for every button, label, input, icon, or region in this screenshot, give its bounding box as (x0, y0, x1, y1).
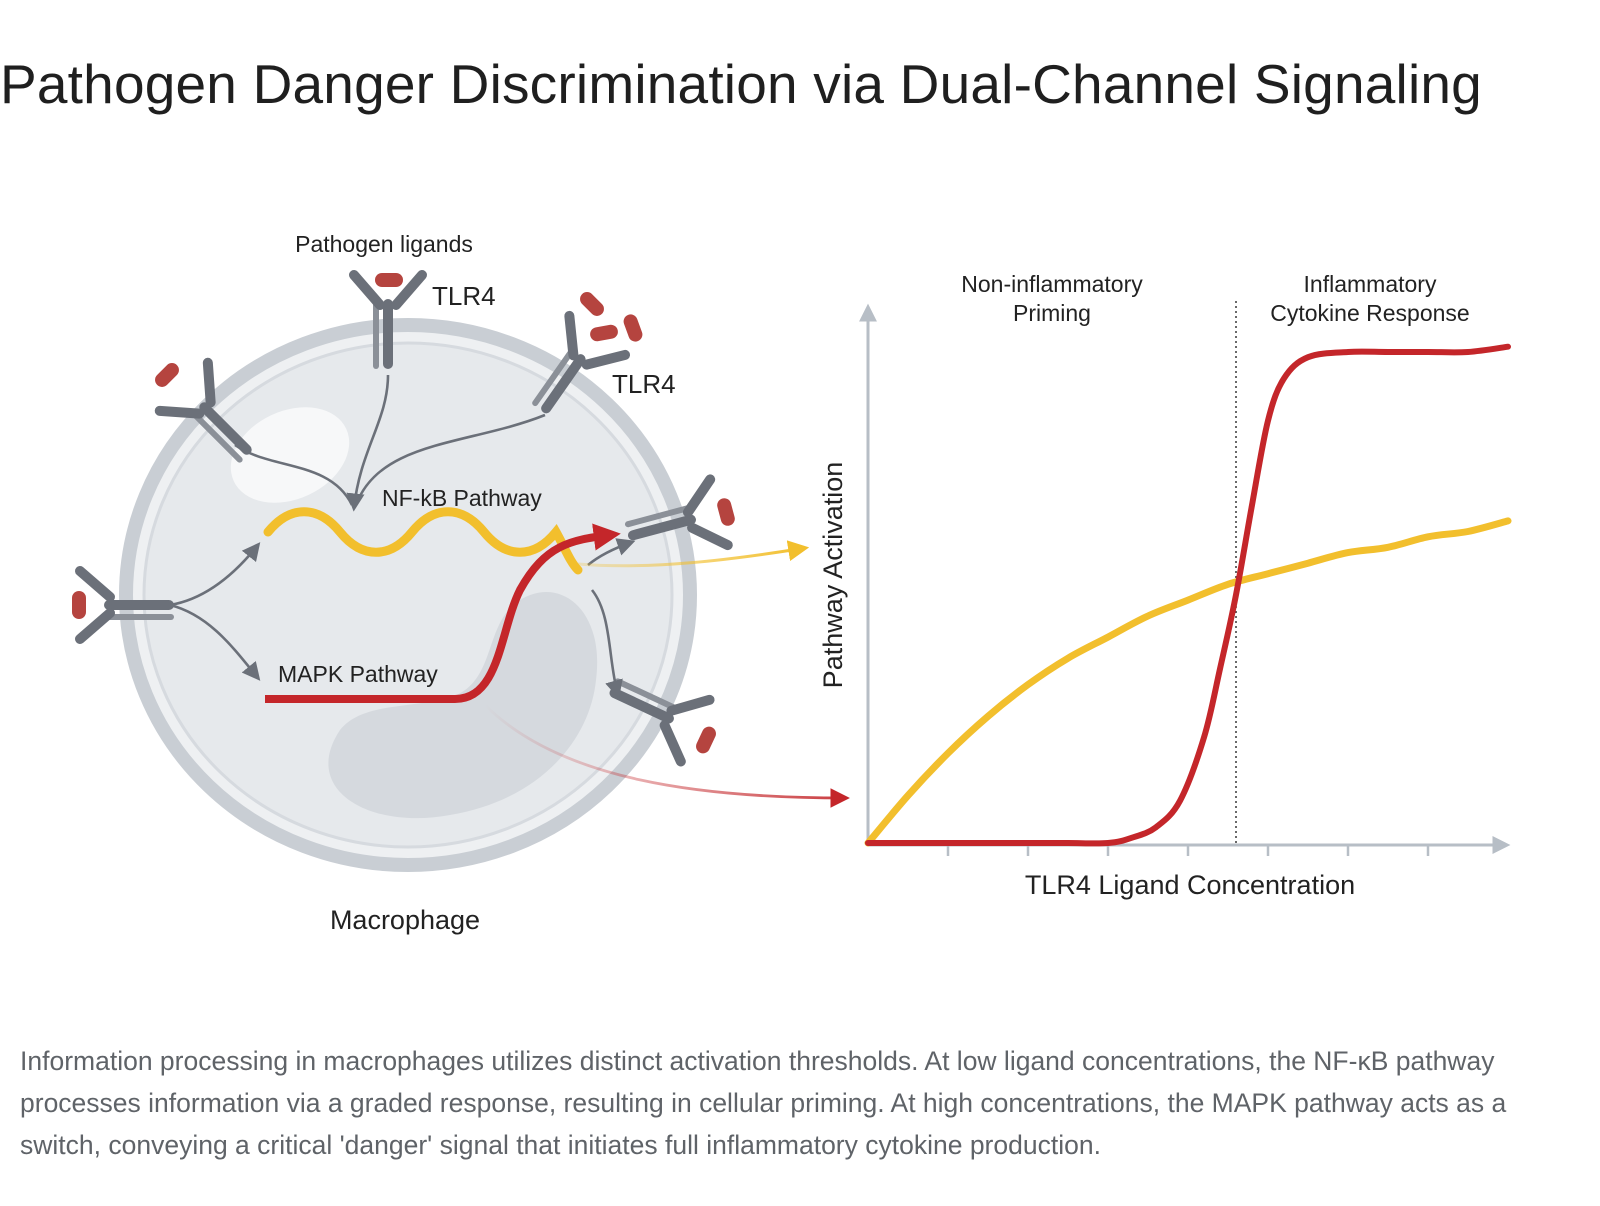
mapk-activation-curve (865, 343, 1511, 847)
tlr4-label-top: TLR4 (432, 281, 496, 311)
nfkb-label: NF-kB Pathway (382, 485, 542, 511)
ligand-icon (588, 323, 620, 343)
cell-label: Macrophage (330, 905, 480, 935)
vesicle (230, 407, 350, 503)
tlr4-label-right: TLR4 (612, 369, 676, 399)
ligand-icon (375, 273, 403, 287)
mapk-output-arrow (484, 704, 850, 808)
ligand-icon (621, 312, 645, 344)
region-right-line1: Inflammatory (1304, 271, 1437, 297)
nfkb-activation-curve (864, 517, 1512, 847)
mapk-signal (265, 523, 621, 703)
mapk-label: MAPK Pathway (278, 661, 438, 687)
nfkb-output-arrow (577, 540, 810, 568)
y-axis-label: Pathway Activation (818, 462, 848, 689)
x-axis-label: TLR4 Ligand Concentration (1025, 870, 1355, 900)
ligand-icon (152, 360, 182, 390)
figure: Pathogen ligands TLR4 TLR4 NF-kB Pathway… (72, 231, 1512, 935)
activation-chart: Non-inflammatory Priming Inflammatory Cy… (818, 271, 1512, 900)
ligand-icon (72, 591, 86, 619)
nfkb-wave (263, 507, 583, 575)
ligand-icon (577, 289, 607, 319)
signal-arrows (169, 374, 636, 699)
region-left-line1: Non-inflammatory (961, 271, 1143, 297)
ligand-icon (715, 496, 737, 528)
page-title: Pathogen Danger Discrimination via Dual-… (0, 53, 1482, 115)
caption: Information processing in macrophages ut… (20, 1046, 1507, 1160)
nucleus (328, 591, 598, 819)
region-right-line2: Cytokine Response (1270, 300, 1469, 326)
x-axis-ticks (946, 845, 1430, 856)
ligand-icon (693, 724, 719, 756)
ligands-label: Pathogen ligands (295, 231, 473, 257)
region-left-line2: Priming (1013, 300, 1091, 326)
